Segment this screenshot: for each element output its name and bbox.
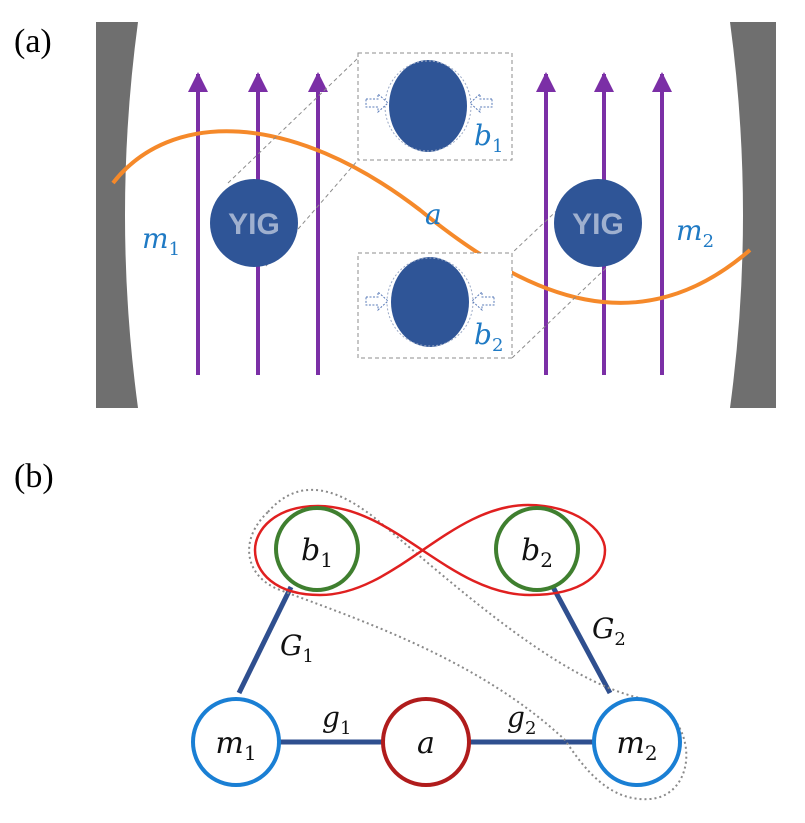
node-m2 xyxy=(592,697,682,787)
g1-label: g1 xyxy=(322,701,351,739)
left-mirror xyxy=(96,22,138,408)
figure-eight-entanglement-loop xyxy=(253,503,607,597)
node-a xyxy=(381,697,471,787)
node-m1 xyxy=(191,697,281,787)
node-b2-label: b2 xyxy=(521,533,553,572)
squeeze-arrow-icon xyxy=(469,92,493,114)
node-m1-label: m1 xyxy=(215,726,256,765)
inset-b1: b1 xyxy=(357,52,513,161)
node-m2-label: m2 xyxy=(616,726,657,765)
right-mirror xyxy=(730,22,776,408)
yig-right-label: YIG xyxy=(572,208,624,241)
node-b1 xyxy=(274,506,360,592)
a-label: a xyxy=(425,198,442,231)
inset-b2: b2 xyxy=(357,252,513,359)
deformed-sphere xyxy=(391,257,469,347)
edge-G2 xyxy=(550,585,613,695)
coupling-edges xyxy=(236,585,613,745)
squeeze-arrow-icon xyxy=(365,290,389,312)
g2-label: g2 xyxy=(507,701,536,739)
G1-label: G1 xyxy=(280,629,314,667)
G2-label: G2 xyxy=(592,612,626,650)
squeeze-arrow-icon xyxy=(365,92,389,114)
edge-G1 xyxy=(236,585,294,695)
m1-label: m1 xyxy=(142,222,180,260)
node-b1-label: b1 xyxy=(301,533,333,572)
node-a-label: a xyxy=(417,726,435,761)
yig-sphere-right xyxy=(554,179,642,267)
deformed-sphere xyxy=(389,60,467,152)
cavity-wave xyxy=(111,129,752,305)
m2-label: m2 xyxy=(676,214,714,252)
yig-sphere-left xyxy=(210,179,298,267)
squeeze-arrow-icon xyxy=(471,290,495,312)
panel-b-label: (b) xyxy=(14,458,54,495)
yig-left-label: YIG xyxy=(228,208,280,241)
b1-label: b1 xyxy=(474,119,503,157)
panel-a-label: (a) xyxy=(14,23,52,60)
b2-label: b2 xyxy=(474,318,503,356)
node-b2 xyxy=(494,506,580,592)
